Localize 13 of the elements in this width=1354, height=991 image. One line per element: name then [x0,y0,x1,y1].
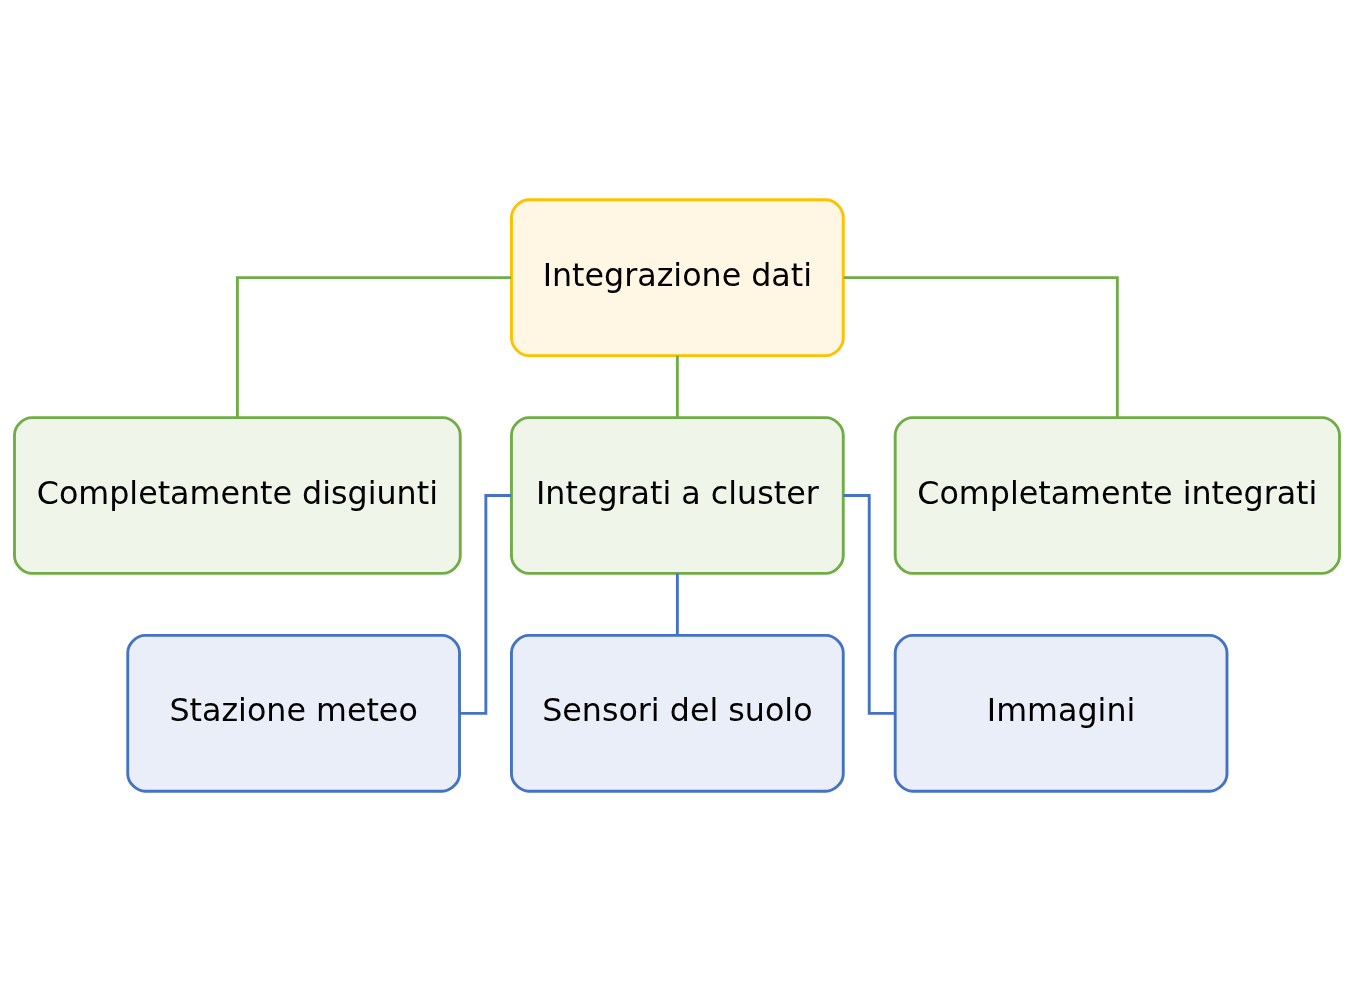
node-box: Stazione meteo [126,634,461,793]
connector [675,573,679,636]
node-box: Immagini [893,634,1229,793]
connector [675,355,679,418]
node-box: Completamente disgiunti [13,416,462,575]
connector [459,494,512,715]
node-box: Completamente integrati [893,416,1341,575]
node-box: Integrati a cluster [510,416,845,575]
connector [843,276,1119,418]
node-box: Integrazione dati [510,198,845,357]
connector [843,494,896,715]
node-box: Sensori del suolo [510,634,845,793]
connector [235,276,511,418]
